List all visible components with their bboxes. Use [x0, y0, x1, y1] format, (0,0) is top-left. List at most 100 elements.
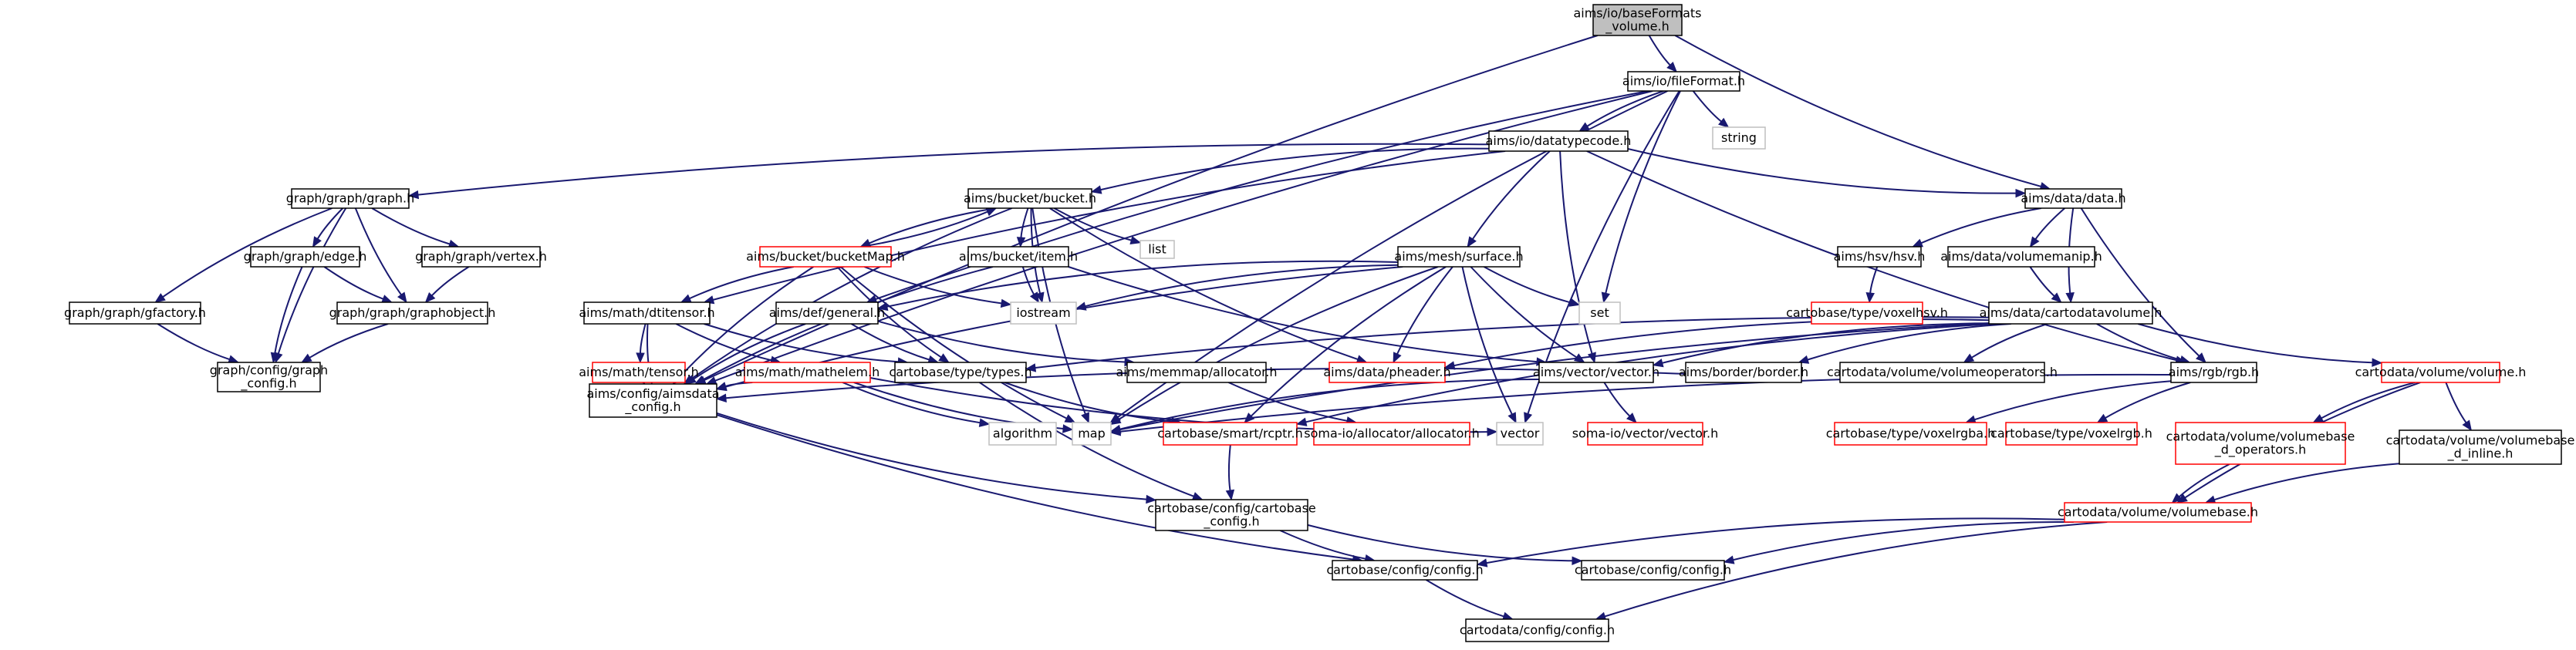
edge-arrowhead — [2196, 352, 2206, 363]
node-set[interactable]: set — [1578, 301, 1621, 325]
node-box — [421, 246, 541, 268]
dependency-edge-fileformat-to-string — [1692, 90, 1730, 128]
edge-line — [716, 412, 1147, 500]
edge-line — [1425, 579, 1504, 618]
dependency-edge-data-to-volumemanip — [2029, 207, 2065, 248]
node-rcptr[interactable]: cartobase/smart/rcptr.h — [1157, 422, 1303, 446]
edge-line — [860, 210, 988, 248]
dependency-edge-cartodatavolume-to-volume — [2137, 323, 2383, 367]
node-graphconfig[interactable]: graph/config/graph_config.h — [210, 362, 328, 392]
edge-line — [1692, 90, 1722, 123]
node-label: graph/graph/gfactory.h — [64, 305, 206, 320]
node-fileformat[interactable]: aims/io/fileFormat.h — [1622, 71, 1745, 92]
dependency-edge-cartodatavolume-to-rcptr — [1295, 323, 1996, 426]
node-cartobaseconfig[interactable]: cartobase/config/cartobase_config.h — [1147, 499, 1316, 531]
edge-line — [836, 266, 942, 359]
node-somaalloc[interactable]: soma-io/allocator/allocator.h — [1304, 422, 1480, 446]
edge-arrowhead — [1578, 122, 1590, 132]
dependency-edge-surface-to-vectorh — [1470, 266, 1585, 363]
node-allocator[interactable]: aims/memmap/allocator.h — [1116, 362, 1278, 383]
node-pheader[interactable]: aims/data/pheader.h — [1323, 362, 1451, 383]
node-label: graph/graph/vertex.h — [415, 249, 547, 264]
node-graph[interactable]: graph/graph/graph.h — [286, 188, 415, 209]
node-label: graph/graph/graphobject.h — [329, 305, 496, 320]
node-border[interactable]: aims/border/border.h — [1679, 362, 1808, 383]
dependency-edge-volume-to-vbdops — [2312, 382, 2416, 423]
dependency-edge-fileformat-to-datatypecode — [1578, 90, 1664, 132]
edge-line — [1305, 323, 1996, 423]
edge-arrowhead — [312, 236, 322, 248]
node-general[interactable]: aims/def/general.h — [769, 301, 886, 325]
edge-arrowhead — [1865, 292, 1875, 304]
edge-line — [863, 266, 1002, 305]
node-item[interactable]: aims/bucket/item.h — [959, 246, 1078, 268]
edge-arrowhead — [715, 382, 728, 391]
node-volumemanip[interactable]: aims/data/volumemanip.h — [1940, 246, 2102, 268]
node-dtitensor[interactable]: aims/math/dtitensor.h — [579, 301, 715, 325]
edge-line — [716, 414, 1353, 561]
node-box — [1496, 422, 1544, 446]
node-iostream[interactable]: iostream — [1010, 301, 1077, 325]
node-box — [2399, 429, 2562, 465]
node-datatypecode[interactable]: aims/io/datatypecode.h — [1486, 130, 1632, 152]
edge-arrowhead — [270, 352, 280, 364]
node-surface[interactable]: aims/mesh/surface.h — [1394, 246, 1524, 268]
node-cartodatavolume[interactable]: aims/data/cartodatavolume.h — [1980, 301, 2162, 325]
node-volumebase[interactable]: cartodata/volume/volumebase.h — [2058, 502, 2258, 523]
node-data[interactable]: aims/data/data.h — [2021, 188, 2126, 209]
node-rgb[interactable]: aims/rgb/rgb.h — [2169, 362, 2259, 383]
node-voxelrgba[interactable]: cartobase/type/voxelrgba.h — [1826, 422, 1996, 446]
edge-line — [1021, 266, 1035, 295]
node-algorithm[interactable]: algorithm — [988, 422, 1057, 446]
node-mathelem[interactable]: aims/math/mathelem.h — [735, 362, 880, 383]
node-voxelhsv[interactable]: cartobase/type/voxelhsv.h — [1786, 301, 1948, 325]
edge-arrowhead — [2312, 414, 2324, 423]
edge-line — [277, 207, 347, 354]
node-somavector[interactable]: soma-io/vector/vector.h — [1572, 422, 1719, 446]
node-box — [988, 422, 1057, 446]
node-vectorh[interactable]: aims/vector/vector.h — [1533, 362, 1659, 383]
node-voxelrgb[interactable]: cartobase/type/voxelrgb.h — [1990, 422, 2152, 446]
node-bucket[interactable]: aims/bucket/bucket.h — [964, 188, 1096, 209]
node-bucketmap[interactable]: aims/bucket/bucketMap.h — [746, 246, 905, 268]
node-label: cartobase/config/cartobase — [1147, 501, 1316, 516]
node-types[interactable]: cartobase/type/types.h — [889, 362, 1032, 383]
node-cbconfig1[interactable]: cartobase/config/config.h — [1326, 560, 1484, 581]
dependency-edge-edge-to-graphconfig — [270, 266, 303, 364]
node-vbdinline[interactable]: cartodata/volume/volumebase_d_inline.h — [2386, 429, 2575, 465]
node-map[interactable]: map — [1072, 422, 1112, 446]
node-volume[interactable]: cartodata/volume/volume.h — [2355, 362, 2527, 383]
node-box — [1538, 362, 1654, 383]
node-label: aims/data/cartodatavolume.h — [1980, 305, 2162, 320]
node-vbdops[interactable]: cartodata/volume/volumebase_d_operators.… — [2166, 422, 2355, 465]
node-box — [589, 383, 717, 418]
edge-arrowhead — [680, 294, 692, 303]
node-graphobject[interactable]: graph/graph/graphobject.h — [329, 301, 496, 325]
node-base[interactable]: aims/io/baseFormats_volume.h — [1573, 4, 1702, 36]
node-tensor[interactable]: aims/math/tensor.h — [579, 362, 699, 383]
node-list[interactable]: list — [1139, 240, 1175, 259]
node-volumeoperators[interactable]: cartodata/volume/volumeoperators.h — [1827, 362, 2058, 383]
edge-arrowhead — [1064, 414, 1076, 423]
dependency-edge-cartodatavolume-to-volumeoperators — [1963, 323, 2048, 363]
node-cbconfig2[interactable]: cartobase/config/config.h — [1575, 560, 1731, 581]
node-box — [967, 188, 1092, 209]
node-box — [1155, 499, 1308, 531]
node-vector[interactable]: vector — [1496, 422, 1544, 446]
node-box — [1837, 246, 1922, 268]
node-edge[interactable]: graph/graph/edge.h — [244, 246, 367, 268]
node-label: aims/mesh/surface.h — [1394, 249, 1523, 264]
node-cdconfig[interactable]: cartodata/config/config.h — [1460, 618, 1615, 642]
dependency-edge-datatypecode-to-graph — [407, 143, 1490, 200]
node-box — [250, 246, 360, 268]
edge-line — [1053, 207, 1132, 241]
node-aimsdata[interactable]: aims/config/aimsdata_config.h — [586, 383, 720, 418]
dependency-edge-general-to-allocator — [877, 320, 1136, 367]
node-gfactory[interactable]: graph/graph/gfactory.h — [64, 301, 206, 325]
edge-arrowhead — [1572, 556, 1583, 566]
node-string[interactable]: string — [1712, 126, 1766, 150]
node-box — [1947, 246, 2095, 268]
node-hsv[interactable]: aims/hsv/hsv.h — [1834, 246, 1926, 268]
node-vertex[interactable]: graph/graph/vertex.h — [415, 246, 547, 268]
dependency-edge-base-to-aimsdata — [694, 35, 1599, 385]
